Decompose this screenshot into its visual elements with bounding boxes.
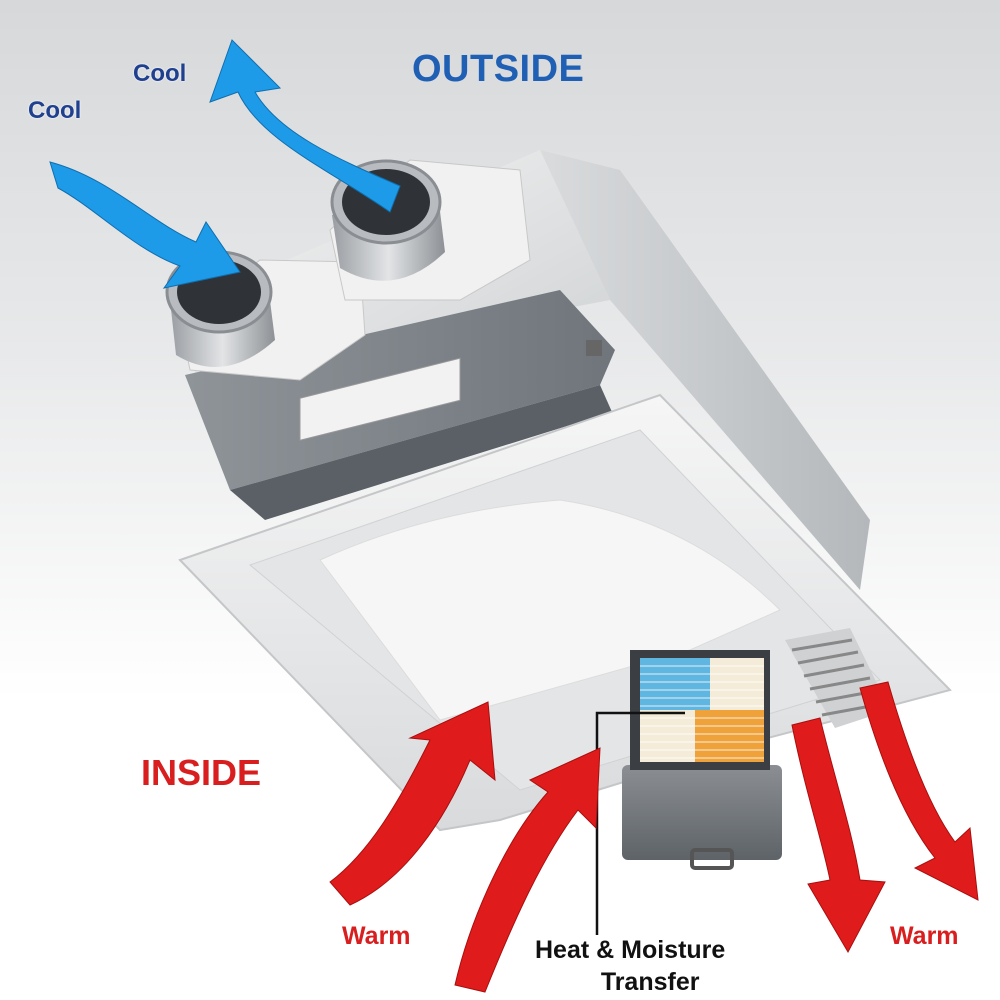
- filter-panel: [319, 499, 781, 721]
- cool-label-incoming: Cool: [28, 97, 82, 124]
- warm-arrow-in-right: [454, 747, 601, 993]
- warm-label-exhaust: Warm: [890, 922, 959, 950]
- cool-arrow-outgoing: [209, 39, 401, 213]
- warm-arrow-out-right: [859, 681, 979, 901]
- warm-arrow-out-left: [791, 717, 886, 954]
- cool-label-outgoing: Cool: [133, 60, 187, 87]
- warm-arrow-in-left: [329, 701, 496, 906]
- warm-airflow: [329, 681, 979, 993]
- transfer-leader-line: [595, 711, 685, 935]
- warm-label-intake: Warm: [342, 922, 411, 950]
- outside-label: OUTSIDE: [412, 48, 585, 90]
- housing-label-sticker: [299, 357, 461, 441]
- cool-arrow-incoming: [49, 161, 241, 289]
- transfer-label-line1: Heat & Moisture: [535, 936, 726, 964]
- cool-airflow: [49, 39, 401, 289]
- core-drawer: [622, 765, 782, 860]
- heat-moisture-transfer-label: Heat & Moisture Transfer: [535, 934, 725, 998]
- inside-label: INSIDE: [141, 752, 262, 793]
- housing-right-side: [540, 150, 870, 590]
- core-drawer-handle: [690, 848, 734, 870]
- transfer-label-line2: Transfer: [600, 968, 700, 996]
- housing-front-lip: [230, 385, 612, 520]
- housing-side-switch: [586, 340, 602, 356]
- heat-exchanger-core: [595, 650, 782, 935]
